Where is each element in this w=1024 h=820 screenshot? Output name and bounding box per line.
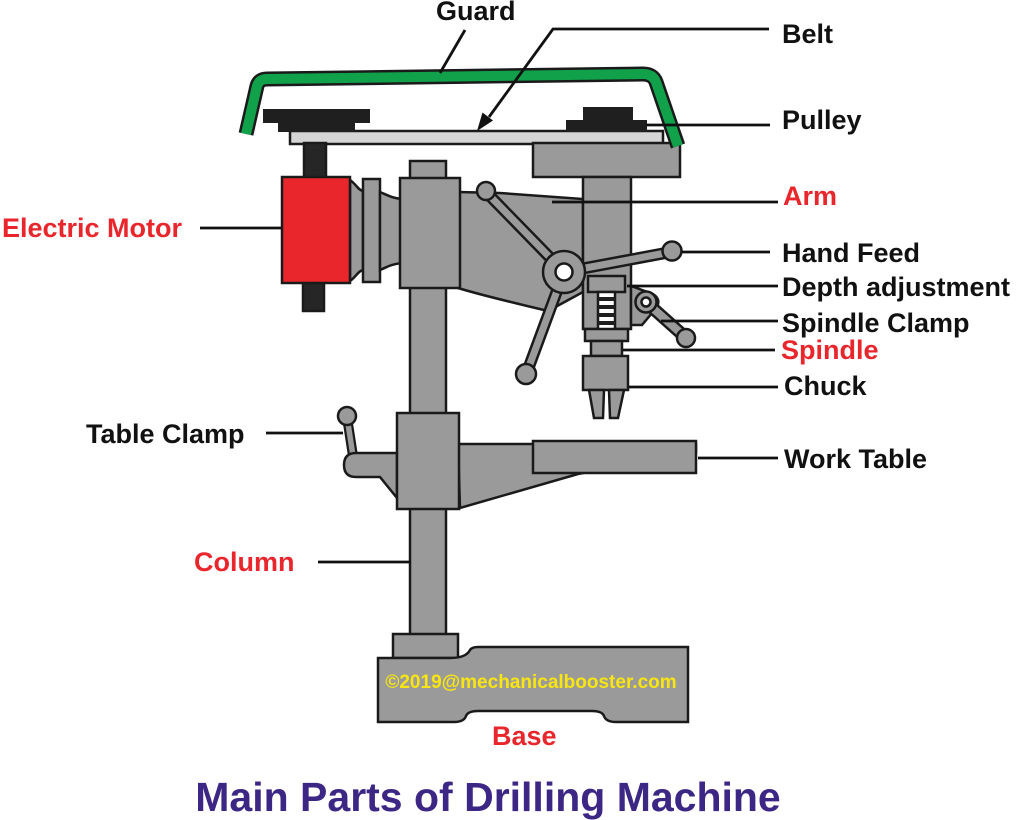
feed-screw-threads xyxy=(596,290,617,332)
pulley-left-shape xyxy=(263,109,370,132)
base-shape xyxy=(376,645,690,724)
label-pulley: Pulley xyxy=(782,105,862,135)
label-electric-motor: Electric Motor xyxy=(2,213,183,243)
label-table-clamp: Table Clamp xyxy=(86,419,245,449)
label-chuck: Chuck xyxy=(784,371,867,401)
watermark-text: ©2019@mechanicalbooster.com xyxy=(385,672,677,693)
chuck-shape xyxy=(581,354,630,392)
label-depth-adjustment: Depth adjustment xyxy=(782,272,1011,302)
motor-flange xyxy=(361,177,382,284)
motor-neck-2 xyxy=(378,190,404,272)
label-column: Column xyxy=(194,547,295,577)
label-spindle: Spindle xyxy=(781,335,879,365)
spindle-shape xyxy=(589,339,624,358)
work-table-shape xyxy=(531,439,698,475)
support-block xyxy=(531,141,682,179)
table-clamp-lever xyxy=(336,405,358,457)
quill-collar xyxy=(583,327,630,343)
label-arm: Arm xyxy=(783,181,838,211)
depth-adjustment-shape xyxy=(586,274,627,294)
leader-lines xyxy=(200,27,778,564)
belt-housing-plate xyxy=(288,129,665,146)
base-cap xyxy=(391,632,460,660)
label-hand-feed: Hand Feed xyxy=(782,238,921,268)
guard-line xyxy=(438,29,467,74)
page-title: Main Parts of Drilling Machine xyxy=(195,774,781,820)
label-belt: Belt xyxy=(782,19,834,49)
guard-shape xyxy=(238,66,686,149)
label-work-table: Work Table xyxy=(784,444,928,474)
drill-jaw-left xyxy=(587,388,606,420)
table-clamp-boss xyxy=(342,451,399,502)
hand-feed-ball-right xyxy=(661,240,683,262)
motor-shaft-bottom xyxy=(301,281,326,313)
head-sleeve xyxy=(398,176,462,290)
motor-shaft-top xyxy=(302,141,328,181)
label-guard: Guard xyxy=(436,0,516,26)
label-spindle-clamp: Spindle Clamp xyxy=(782,308,970,338)
hand-feed-ball-lower xyxy=(514,362,538,386)
pulley-right-shape xyxy=(566,107,647,132)
label-base: Base xyxy=(492,721,557,751)
machine-parts xyxy=(238,66,698,724)
electric-motor-shape xyxy=(280,175,352,285)
table-clamp-ball xyxy=(336,405,358,427)
table-sleeve xyxy=(395,411,461,511)
belt-line xyxy=(487,27,769,118)
belt-arrowhead xyxy=(477,112,493,131)
clamp-pivot-hole xyxy=(640,296,652,308)
hand-feed-hub-hole xyxy=(554,262,574,282)
hand-feed-ball-upper-left xyxy=(475,180,497,202)
drill-jaw-right xyxy=(607,388,626,420)
motor-neck xyxy=(348,177,365,284)
